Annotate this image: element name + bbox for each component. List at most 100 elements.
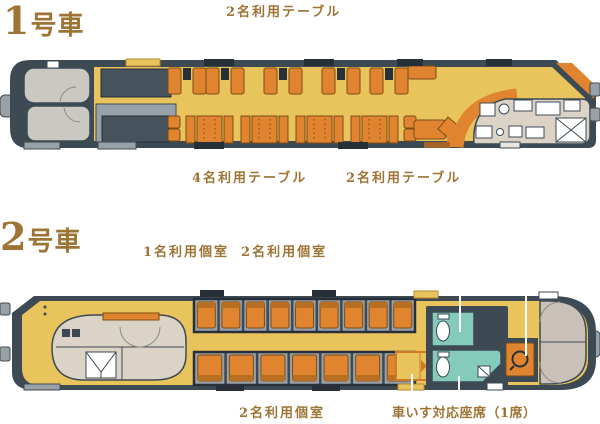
luggage-rack <box>100 68 172 98</box>
door-mark <box>397 59 423 66</box>
door-mark <box>538 291 559 300</box>
table-2p <box>385 68 393 80</box>
seat <box>321 67 336 95</box>
door-arc <box>59 86 81 123</box>
rotating-seat-icon <box>509 365 515 371</box>
table-4p <box>361 115 388 144</box>
washbasin-line <box>477 365 491 378</box>
fixture-dot <box>43 305 47 309</box>
seat <box>346 67 361 95</box>
counter-slant <box>556 63 594 99</box>
luggage-rack <box>101 115 170 143</box>
toilet-icon <box>436 356 450 378</box>
compartment-wall <box>217 299 220 332</box>
galley-appliance <box>513 99 533 112</box>
seat-back <box>221 302 240 308</box>
table-2p <box>337 68 345 80</box>
door-arc <box>539 301 562 384</box>
cistern-icon <box>437 313 450 320</box>
seat <box>192 67 207 95</box>
rotating-seat-icon <box>511 350 529 368</box>
seat-back <box>295 302 314 308</box>
galley-counter <box>525 126 545 139</box>
car1-driver-cab <box>23 60 91 142</box>
car1-door-marks <box>194 59 512 149</box>
washbasin-icon <box>72 329 80 337</box>
cab-room <box>26 105 91 142</box>
car2-label-room2-top: 2名利用個室 <box>241 245 328 260</box>
bench-seat <box>240 115 251 144</box>
bench-seat <box>388 115 399 144</box>
compartment-wall <box>266 299 269 332</box>
seat <box>394 67 409 95</box>
wheelchair-seat <box>505 342 535 377</box>
car1-seating <box>167 67 417 144</box>
cab-room <box>23 67 91 104</box>
table-2p <box>221 68 229 80</box>
table-4p <box>196 115 223 144</box>
seat <box>230 67 245 95</box>
washbasin-icon <box>62 329 70 337</box>
car2-label-room2-bottom: 2名利用個室 <box>239 406 326 421</box>
compartment-wall <box>319 352 322 385</box>
car2-wheelchair-seat <box>505 342 535 377</box>
step-mark <box>97 141 137 150</box>
step-mark <box>23 141 61 150</box>
car2-rooms-label: 1名利用個室 2名利用個室 <box>143 245 339 260</box>
compartment-wall <box>224 352 227 385</box>
galley-appliance <box>479 102 496 117</box>
car1-entrance-deck <box>95 58 177 143</box>
seat-back <box>355 375 380 381</box>
compartment-wall <box>315 299 319 332</box>
seat-back <box>292 375 317 381</box>
car2-diagram <box>0 287 600 406</box>
table-4p <box>251 115 278 144</box>
step-mark <box>23 383 61 391</box>
gangway-coupler <box>0 346 11 362</box>
gangway-coupler <box>589 82 600 97</box>
door-mark <box>338 142 368 149</box>
gangway-coupler <box>0 302 11 316</box>
seat-back <box>324 375 349 381</box>
seat-back <box>246 302 265 308</box>
compartment-wall <box>364 299 368 332</box>
car1-title: 1号車 <box>3 0 85 43</box>
folding-door-icon <box>85 351 117 378</box>
table-4p <box>306 115 333 144</box>
seat-back <box>197 375 222 381</box>
compartment-wall <box>340 299 343 332</box>
seat <box>288 67 303 95</box>
car2-compartments <box>196 299 413 385</box>
seat-back <box>229 375 254 381</box>
leader-lines <box>411 287 527 406</box>
bench-seat <box>223 115 234 144</box>
door-mark <box>424 142 450 148</box>
car2-label-wheelchair: 車いす対応座席（1席） <box>392 406 537 421</box>
door-mark <box>216 384 244 391</box>
door-mark <box>200 290 224 297</box>
seat <box>369 67 384 95</box>
compartment-wall <box>389 299 392 332</box>
door-arc <box>119 326 161 348</box>
lounge-bench <box>407 65 437 80</box>
car1-label-table2-top: 2名利用テーブル <box>226 5 342 20</box>
door-mark <box>486 59 512 66</box>
door-mark <box>312 384 340 391</box>
car1-lounge-and-galley <box>407 63 594 148</box>
seat-back <box>320 302 339 308</box>
compartment-row-border <box>192 297 417 334</box>
car2-title: 2号車 <box>0 214 82 259</box>
compartment-wall <box>290 299 294 332</box>
car1-diagram <box>0 58 600 150</box>
compartment-wall <box>287 352 290 385</box>
seat <box>263 67 278 95</box>
car1-label-table4: 4名利用テーブル <box>192 171 308 186</box>
bench-seat <box>185 115 196 144</box>
galley-counter <box>475 125 493 139</box>
storage-box-cross <box>555 117 587 143</box>
bench-strip <box>102 312 160 321</box>
cistern-icon <box>437 351 450 358</box>
seat-back <box>393 302 412 308</box>
car2-label-room1: 1名利用個室 <box>143 245 230 260</box>
